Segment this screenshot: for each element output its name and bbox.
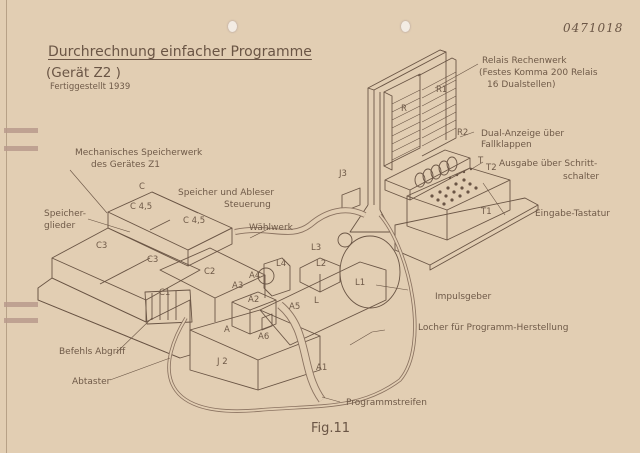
annotation-dual-anzeige: Fallklappen bbox=[481, 140, 532, 150]
reference-number: 0471018 bbox=[563, 21, 624, 35]
annotation-waehlwerk: Wählwerk bbox=[249, 223, 293, 233]
tag-J2: J 2 bbox=[217, 357, 228, 367]
annotation-locher: Locher für Programm-Herstellung bbox=[418, 323, 569, 333]
annotation-mechanisches-speicherwerk: Mechanisches Speicherwerk bbox=[75, 148, 203, 158]
tag-C3: C3 bbox=[147, 255, 159, 265]
binder-mark bbox=[4, 128, 38, 133]
binder-mark bbox=[4, 302, 38, 307]
annotation-dual-anzeige: Dual-Anzeige über bbox=[481, 129, 565, 139]
page-title: Durchrechnung einfacher Programme bbox=[48, 44, 312, 60]
tag-C45: C 4,5 bbox=[130, 202, 153, 212]
completion-year: Fertiggestellt 1939 bbox=[50, 82, 131, 92]
annotation-programmstreifen: Programmstreifen bbox=[346, 398, 427, 408]
annotation-relais: Relais Rechenwerk bbox=[482, 56, 567, 66]
punch-hole bbox=[401, 21, 410, 32]
tag-J3: J3 bbox=[339, 169, 347, 179]
tag-C: C bbox=[139, 182, 145, 192]
annotation-mechanisches-speicherwerk: des Gerätes Z1 bbox=[91, 160, 161, 170]
annotation-speicher-ableser: Speicher und Ableser bbox=[178, 188, 275, 198]
tag-A6: A6 bbox=[258, 332, 270, 342]
annotation-befehls-abgriff: Befehls Abgriff bbox=[59, 347, 126, 357]
tag-L4: L4 bbox=[276, 259, 287, 269]
tag-C3: C3 bbox=[96, 241, 108, 251]
tag-A2: A2 bbox=[248, 295, 260, 305]
annotation-speicherglieder: glieder bbox=[44, 221, 76, 231]
binder-mark bbox=[4, 146, 38, 151]
tag-L2: L2 bbox=[316, 259, 327, 269]
tag-R2: R2 bbox=[457, 128, 469, 138]
tag-C45: C 4,5 bbox=[183, 216, 206, 226]
tag-A5: A5 bbox=[289, 302, 301, 312]
tag-L1: L1 bbox=[355, 278, 366, 288]
annotation-relais-detail: 16 Dualstellen) bbox=[487, 80, 556, 90]
tag-A: A bbox=[224, 325, 230, 335]
tag-R: R bbox=[401, 104, 407, 114]
annotation-steuerung: Steuerung bbox=[224, 200, 271, 210]
binder-mark bbox=[4, 318, 38, 323]
tag-L: L bbox=[314, 296, 319, 306]
annotation-abtaster: Abtaster bbox=[72, 377, 111, 387]
tag-C2: C2 bbox=[204, 267, 216, 277]
tag-A4: A4 bbox=[249, 271, 261, 281]
punch-hole bbox=[228, 21, 237, 32]
annotation-ausgabe: schalter bbox=[563, 172, 600, 182]
tag-T: T bbox=[478, 156, 484, 166]
tag-C1: C1 bbox=[159, 288, 171, 298]
tag-A1: A1 bbox=[316, 363, 328, 373]
annotation-speicherglieder: Speicher- bbox=[44, 209, 87, 219]
margin-line bbox=[6, 0, 7, 453]
annotation-impulsgeber: Impulsgeber bbox=[435, 292, 492, 302]
annotation-eingabe: Eingabe-Tastatur bbox=[535, 209, 610, 219]
tag-T2: T2 bbox=[486, 163, 497, 173]
tag-T1: T1 bbox=[481, 207, 492, 217]
tag-A3: A3 bbox=[232, 281, 244, 291]
figure-caption: Fig.11 bbox=[311, 421, 351, 436]
annotation-relais-detail: (Festes Komma 200 Relais bbox=[479, 68, 598, 78]
device-subtitle: (Gerät Z2 ) bbox=[46, 65, 121, 81]
tag-L3: L3 bbox=[311, 243, 322, 253]
annotation-ausgabe: Ausgabe über Schritt- bbox=[499, 159, 598, 169]
tag-R1: R1 bbox=[436, 85, 448, 95]
